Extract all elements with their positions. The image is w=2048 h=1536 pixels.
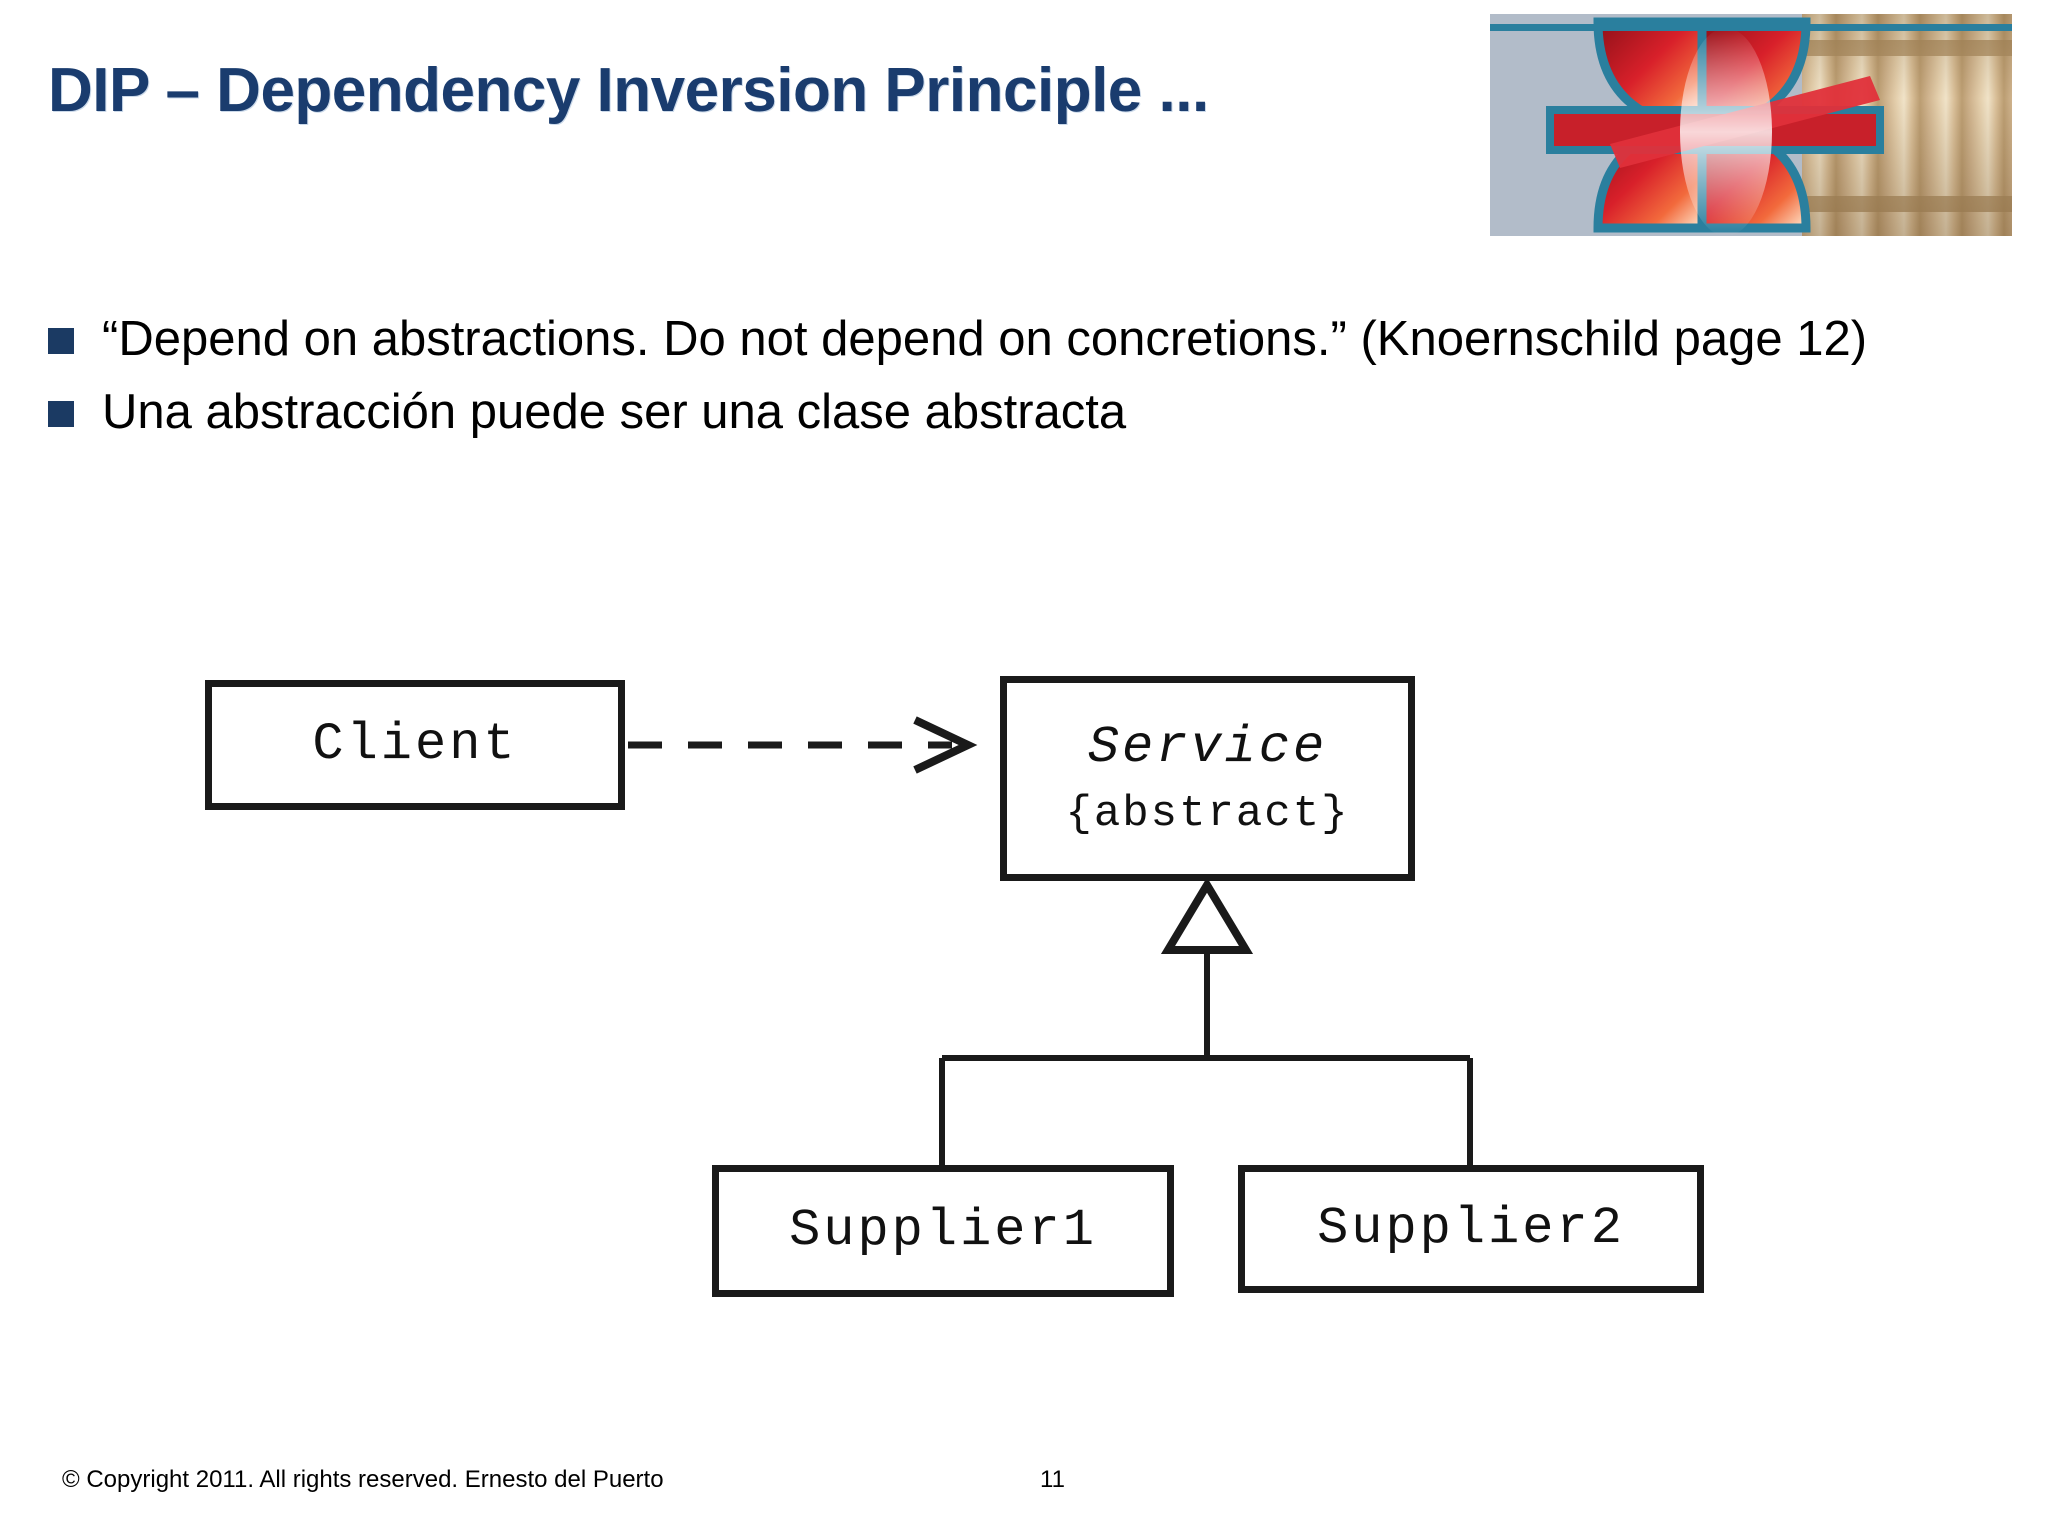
list-item: Una abstracción puede ser una clase abst… (48, 383, 2008, 442)
class-stereotype: {abstract} (1065, 788, 1350, 839)
list-item: “Depend on abstractions. Do not depend o… (48, 310, 2008, 369)
abstract-x-icon (1490, 17, 2012, 236)
uml-class-diagram: Client Service {abstract} Supplier1 Supp… (0, 620, 2048, 1380)
uml-class-supplier1: Supplier1 (712, 1165, 1174, 1297)
class-name: Supplier2 (1317, 1199, 1625, 1259)
uml-class-service: Service {abstract} (1000, 676, 1415, 881)
footer-page-number: 11 (1040, 1466, 1065, 1493)
square-bullet-icon (48, 400, 74, 427)
open-arrowhead (913, 716, 978, 774)
uml-class-client: Client (205, 680, 625, 810)
bullet-list: “Depend on abstractions. Do not depend o… (48, 310, 2008, 456)
class-name: Service (1087, 717, 1328, 777)
bullet-text: “Depend on abstractions. Do not depend o… (102, 312, 1868, 366)
class-name: Supplier1 (789, 1201, 1097, 1261)
inheritance-triangle (1160, 877, 1254, 954)
square-bullet-icon (48, 328, 74, 354)
class-name: Client (312, 715, 518, 775)
header-banner-image (1490, 14, 2012, 236)
uml-class-supplier2: Supplier2 (1238, 1165, 1704, 1293)
page-title: DIP – Dependency Inversion Principle ... (48, 56, 1209, 125)
colonnade-photo (1802, 14, 2012, 236)
bullet-text: Una abstracción puede ser una clase abst… (102, 384, 1127, 439)
footer-copyright: © Copyright 2011. All rights reserved. E… (62, 1466, 664, 1493)
